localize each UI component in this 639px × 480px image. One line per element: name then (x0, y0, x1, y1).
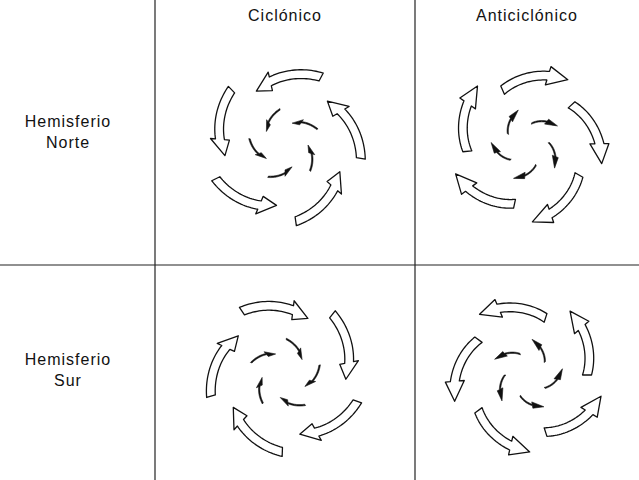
inner-wind-arrow (507, 110, 518, 134)
wind-arrow (256, 70, 323, 91)
wind-arrow (456, 174, 516, 208)
wind-arrow (445, 337, 482, 401)
inner-wind-arrow (250, 352, 275, 363)
wind-arrow (212, 177, 277, 214)
inner-wind-arrow (249, 139, 267, 159)
wind-arrow (210, 86, 234, 155)
inner-wind-arrow (292, 120, 318, 130)
wind-arrow (570, 311, 594, 375)
row-header: Hemisferio Sur (18, 350, 118, 392)
column-header: Anticiclónico (447, 6, 607, 27)
inner-wind-arrow (497, 375, 506, 401)
wind-arrow (480, 300, 547, 323)
inner-wind-arrow (286, 338, 302, 359)
wind-arrow (300, 400, 362, 441)
wind-arrow (459, 86, 478, 152)
row-header: Hemisferio Norte (18, 112, 118, 154)
inner-wind-arrow (495, 352, 521, 360)
column-header: Ciclónico (205, 6, 365, 27)
wind-arrow (544, 396, 601, 436)
grid-line (414, 0, 415, 480)
grid-line (0, 264, 639, 265)
inner-wind-arrow (280, 397, 305, 406)
inner-wind-arrow (266, 109, 280, 132)
wind-arrow (501, 67, 568, 95)
inner-wind-arrow (544, 369, 562, 389)
wind-arrow (233, 407, 282, 456)
wind-arrow (295, 172, 341, 226)
inner-wind-arrow (491, 142, 511, 160)
grid-line (154, 0, 155, 480)
wind-arrow (330, 311, 359, 379)
inner-wind-arrow (520, 395, 544, 408)
wind-arrow (568, 102, 609, 164)
inner-wind-arrow (256, 377, 263, 404)
inner-wind-arrow (305, 365, 320, 387)
wind-arrow (475, 408, 530, 455)
wind-arrow (206, 336, 238, 398)
inner-wind-arrow (531, 119, 557, 126)
inner-wind-arrow (514, 164, 537, 178)
inner-wind-arrow (548, 143, 558, 169)
inner-wind-arrow (268, 167, 292, 178)
inner-wind-arrow (308, 145, 315, 171)
wind-arrow (532, 173, 582, 223)
inner-wind-arrow (532, 339, 545, 362)
wind-arrow (239, 301, 307, 320)
wind-arrow (327, 101, 365, 159)
